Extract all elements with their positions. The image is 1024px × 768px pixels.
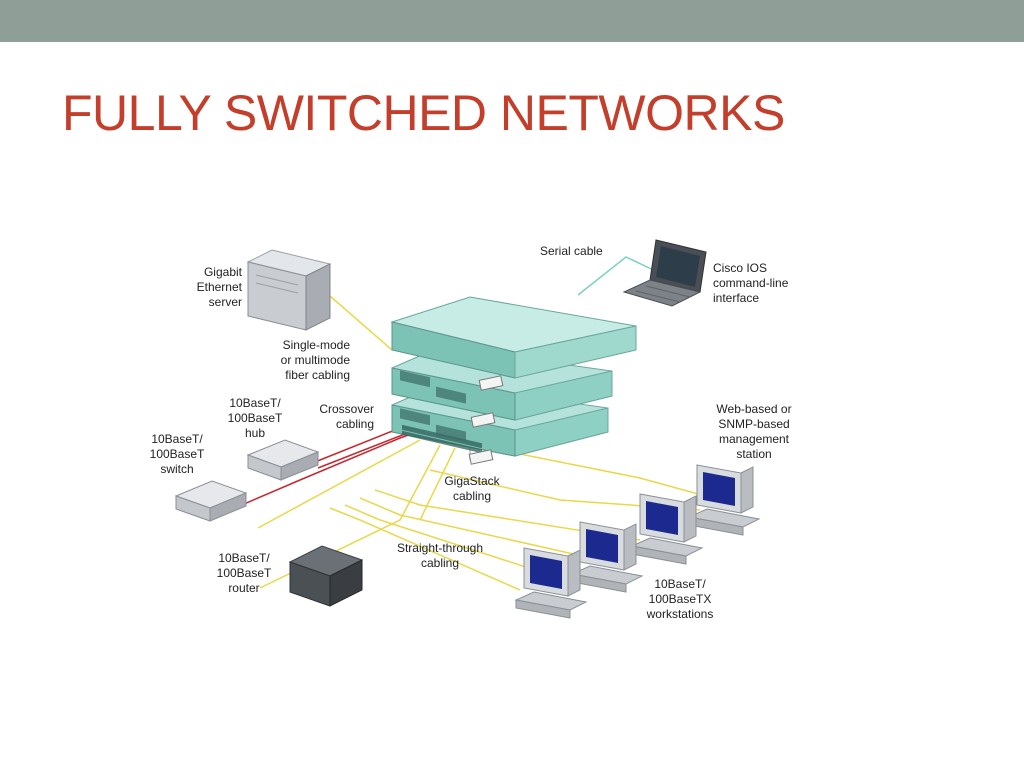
label-workstations: 10BaseT/ 100BaseTX workstations (646, 577, 714, 621)
label-hub: 10BaseT/ 100BaseT hub (227, 396, 283, 440)
fiber-cable (329, 295, 393, 351)
label-router: 10BaseT/ 100BaseT router (216, 551, 272, 595)
label-switch: 10BaseT/ 100BaseT switch (149, 432, 205, 476)
slide-title: FULLY SWITCHED NETWORKS (62, 85, 785, 141)
label-gigastack: GigaStack cabling (444, 474, 500, 503)
straight-through-cables (257, 439, 721, 591)
workstation-3 (514, 547, 588, 619)
workstation-2 (570, 521, 644, 593)
workstation-mgmt (687, 464, 761, 536)
switch-stack (390, 296, 637, 465)
label-serial-cable: Serial cable (540, 244, 603, 258)
workstations (514, 464, 761, 619)
label-cli: Cisco IOS command-line interface (713, 261, 789, 305)
label-crossover: Crossover cabling (319, 402, 374, 431)
label-mgmt: Web-based or SNMP-based management stati… (716, 402, 792, 461)
label-fiber: Single-mode or multimode fiber cabling (280, 338, 350, 382)
gigabit-server (246, 249, 332, 331)
hub (246, 439, 320, 481)
workstation-1 (630, 493, 704, 565)
small-switch (174, 480, 248, 522)
label-server: Gigabit Ethernet server (196, 265, 242, 309)
top-bar (0, 0, 1024, 42)
label-straight: Straight-through cabling (396, 541, 484, 570)
laptop (622, 239, 707, 307)
router (288, 545, 364, 607)
